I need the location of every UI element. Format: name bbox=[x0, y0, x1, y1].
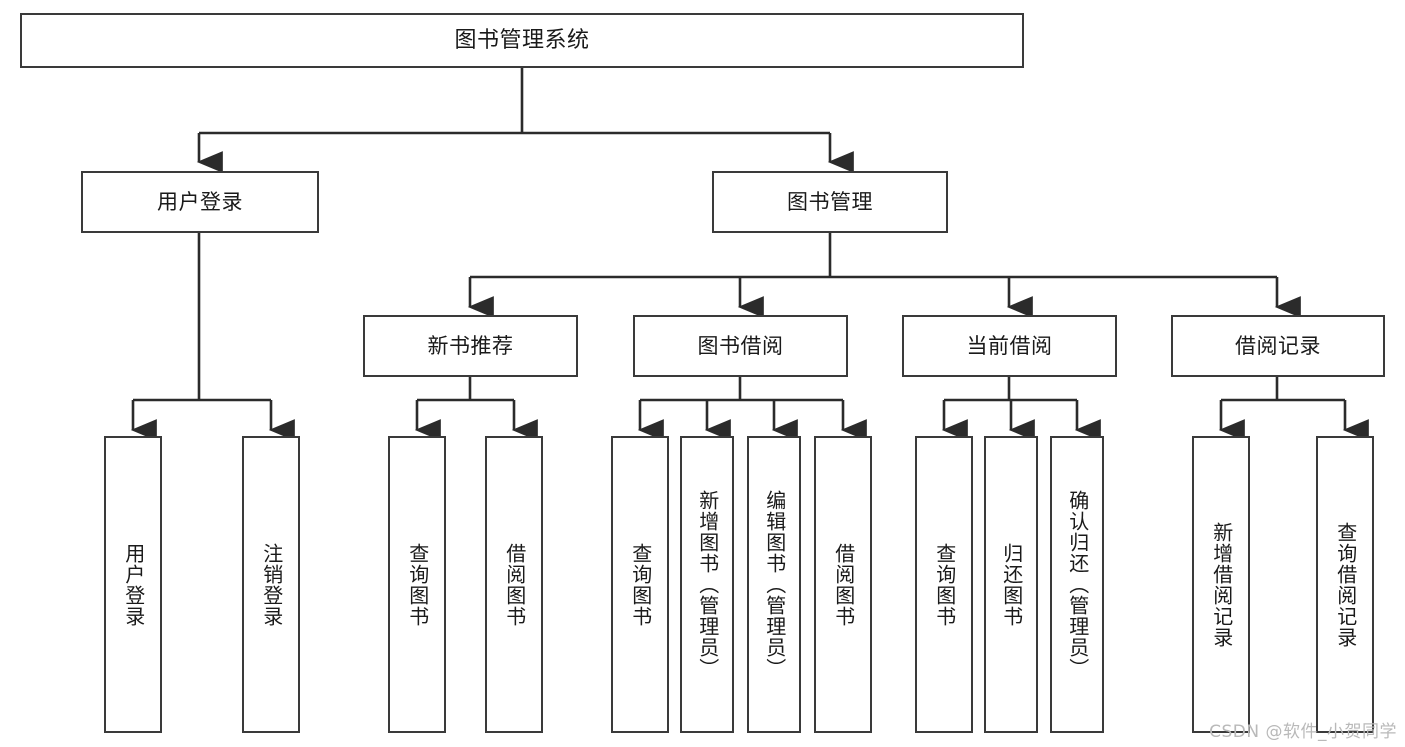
leaf-confirm-return[interactable]: 确认归还（管理员） bbox=[1050, 436, 1104, 733]
node-label: 借阅图书 bbox=[502, 542, 527, 627]
leaf-query-book-borrow[interactable]: 查询图书 bbox=[611, 436, 669, 733]
node-label: 注销登录 bbox=[259, 542, 284, 627]
leaf-query-book-recommend[interactable]: 查询图书 bbox=[388, 436, 446, 733]
node-label: 用户登录 bbox=[121, 542, 146, 627]
node-label: 查询借阅记录 bbox=[1333, 521, 1358, 648]
node-current-borrow[interactable]: 当前借阅 bbox=[902, 315, 1117, 377]
node-label: 当前借阅 bbox=[966, 333, 1053, 358]
leaf-borrow-book-recommend[interactable]: 借阅图书 bbox=[485, 436, 543, 733]
node-new-book-recommend[interactable]: 新书推荐 bbox=[363, 315, 578, 377]
leaf-return-book[interactable]: 归还图书 bbox=[984, 436, 1038, 733]
node-label: 查询图书 bbox=[405, 542, 430, 627]
node-label: 查询图书 bbox=[628, 542, 653, 627]
node-label: 确认归还（管理员） bbox=[1065, 490, 1090, 679]
node-label: 借阅记录 bbox=[1235, 333, 1321, 358]
node-label: 编辑图书（管理员） bbox=[762, 490, 787, 679]
leaf-query-borrow-record[interactable]: 查询借阅记录 bbox=[1316, 436, 1374, 733]
node-label: 用户登录 bbox=[157, 189, 243, 214]
node-book-management[interactable]: 图书管理 bbox=[712, 171, 948, 233]
node-user-login[interactable]: 用户登录 bbox=[81, 171, 319, 233]
leaf-edit-book[interactable]: 编辑图书（管理员） bbox=[747, 436, 801, 733]
node-book-borrow[interactable]: 图书借阅 bbox=[633, 315, 848, 377]
node-label: 查询图书 bbox=[932, 542, 957, 627]
node-book-management-system[interactable]: 图书管理系统 bbox=[20, 13, 1024, 68]
leaf-user-login[interactable]: 用户登录 bbox=[104, 436, 162, 733]
node-label: 新增借阅记录 bbox=[1209, 521, 1234, 648]
node-label: 新书推荐 bbox=[427, 333, 514, 358]
node-label: 借阅图书 bbox=[831, 542, 856, 627]
node-label: 新增图书（管理员） bbox=[695, 490, 720, 679]
leaf-add-borrow-record[interactable]: 新增借阅记录 bbox=[1192, 436, 1250, 733]
leaf-borrow-book[interactable]: 借阅图书 bbox=[814, 436, 872, 733]
node-label: 归还图书 bbox=[999, 542, 1024, 627]
watermark-text: CSDN @软件_小贺同学 bbox=[1209, 722, 1397, 742]
node-label: 图书借阅 bbox=[697, 333, 784, 358]
node-borrow-record[interactable]: 借阅记录 bbox=[1171, 315, 1385, 377]
node-label: 图书管理系统 bbox=[454, 27, 590, 53]
leaf-query-book-current[interactable]: 查询图书 bbox=[915, 436, 973, 733]
leaf-add-book[interactable]: 新增图书（管理员） bbox=[680, 436, 734, 733]
leaf-user-logout[interactable]: 注销登录 bbox=[242, 436, 300, 733]
node-label: 图书管理 bbox=[787, 189, 873, 214]
